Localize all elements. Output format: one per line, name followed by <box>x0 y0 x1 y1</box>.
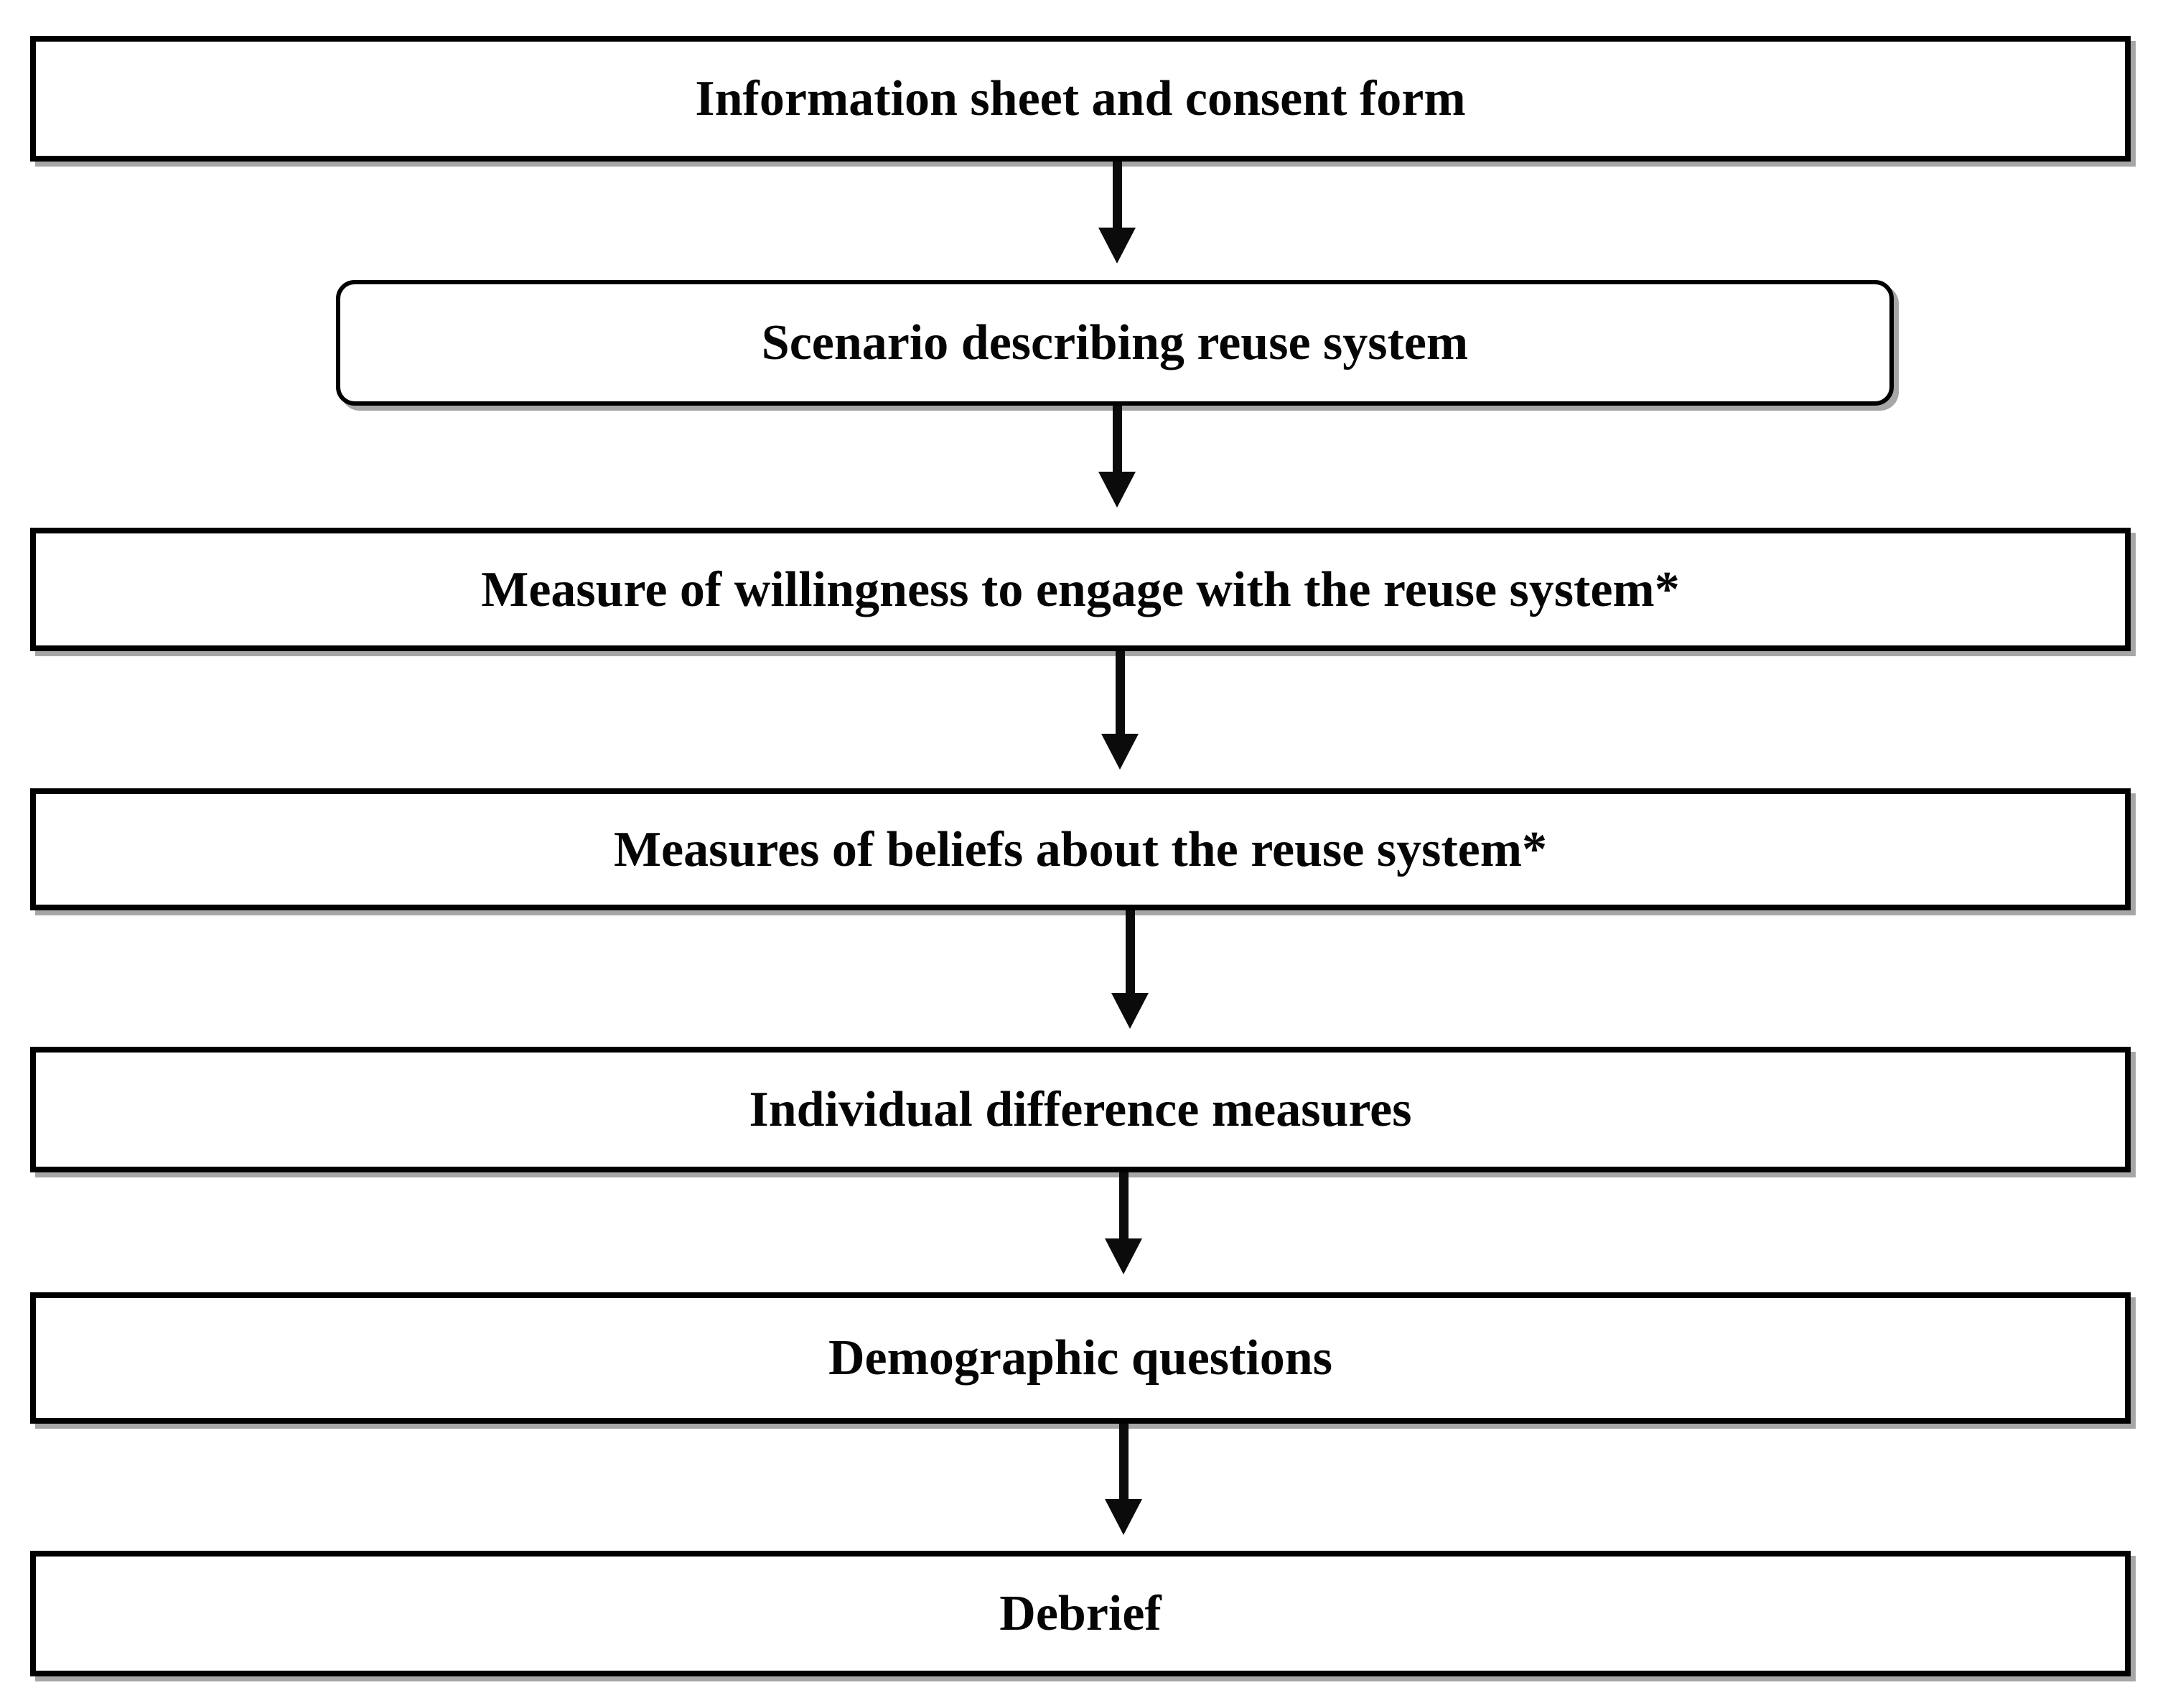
arrow-head-down-icon <box>1105 1499 1142 1535</box>
arrow-line <box>1118 1424 1129 1499</box>
flow-node-information-sheet: Information sheet and consent form <box>30 36 2131 162</box>
flow-arrow-3 <box>1098 651 1141 770</box>
flow-arrow-5 <box>1102 1172 1145 1274</box>
flow-node-label: Scenario describing reuse system <box>761 315 1469 370</box>
flow-node-demographic-questions: Demographic questions <box>30 1292 2131 1424</box>
flow-node-individual-differences: Individual difference measures <box>30 1047 2131 1172</box>
arrow-head-down-icon <box>1105 1238 1142 1274</box>
flow-node-label: Measures of beliefs about the reuse syst… <box>613 821 1548 877</box>
flow-node-debrief: Debrief <box>30 1551 2131 1676</box>
arrow-head-down-icon <box>1111 993 1149 1029</box>
arrow-line <box>1118 1172 1129 1238</box>
flow-node-label: Measure of willingness to engage with th… <box>481 561 1680 617</box>
arrow-head-down-icon <box>1098 228 1136 263</box>
flow-arrow-1 <box>1095 162 1139 263</box>
flow-node-label: Debrief <box>999 1586 1162 1641</box>
flow-arrow-4 <box>1108 910 1151 1029</box>
flow-node-beliefs-measures: Measures of beliefs about the reuse syst… <box>30 788 2131 910</box>
arrow-line <box>1125 910 1135 993</box>
arrow-line <box>1112 162 1122 228</box>
arrow-head-down-icon <box>1101 734 1139 770</box>
flow-arrow-6 <box>1102 1424 1145 1535</box>
arrow-head-down-icon <box>1098 472 1136 508</box>
flow-node-label: Individual difference measures <box>749 1082 1412 1137</box>
flow-node-label: Information sheet and consent form <box>695 71 1466 126</box>
arrow-line <box>1112 406 1122 472</box>
flow-node-label: Demographic questions <box>828 1330 1332 1386</box>
arrow-line <box>1115 651 1125 734</box>
flow-node-scenario: Scenario describing reuse system <box>336 280 1894 406</box>
flow-arrow-2 <box>1095 406 1139 508</box>
flow-node-willingness-measure: Measure of willingness to engage with th… <box>30 528 2131 651</box>
